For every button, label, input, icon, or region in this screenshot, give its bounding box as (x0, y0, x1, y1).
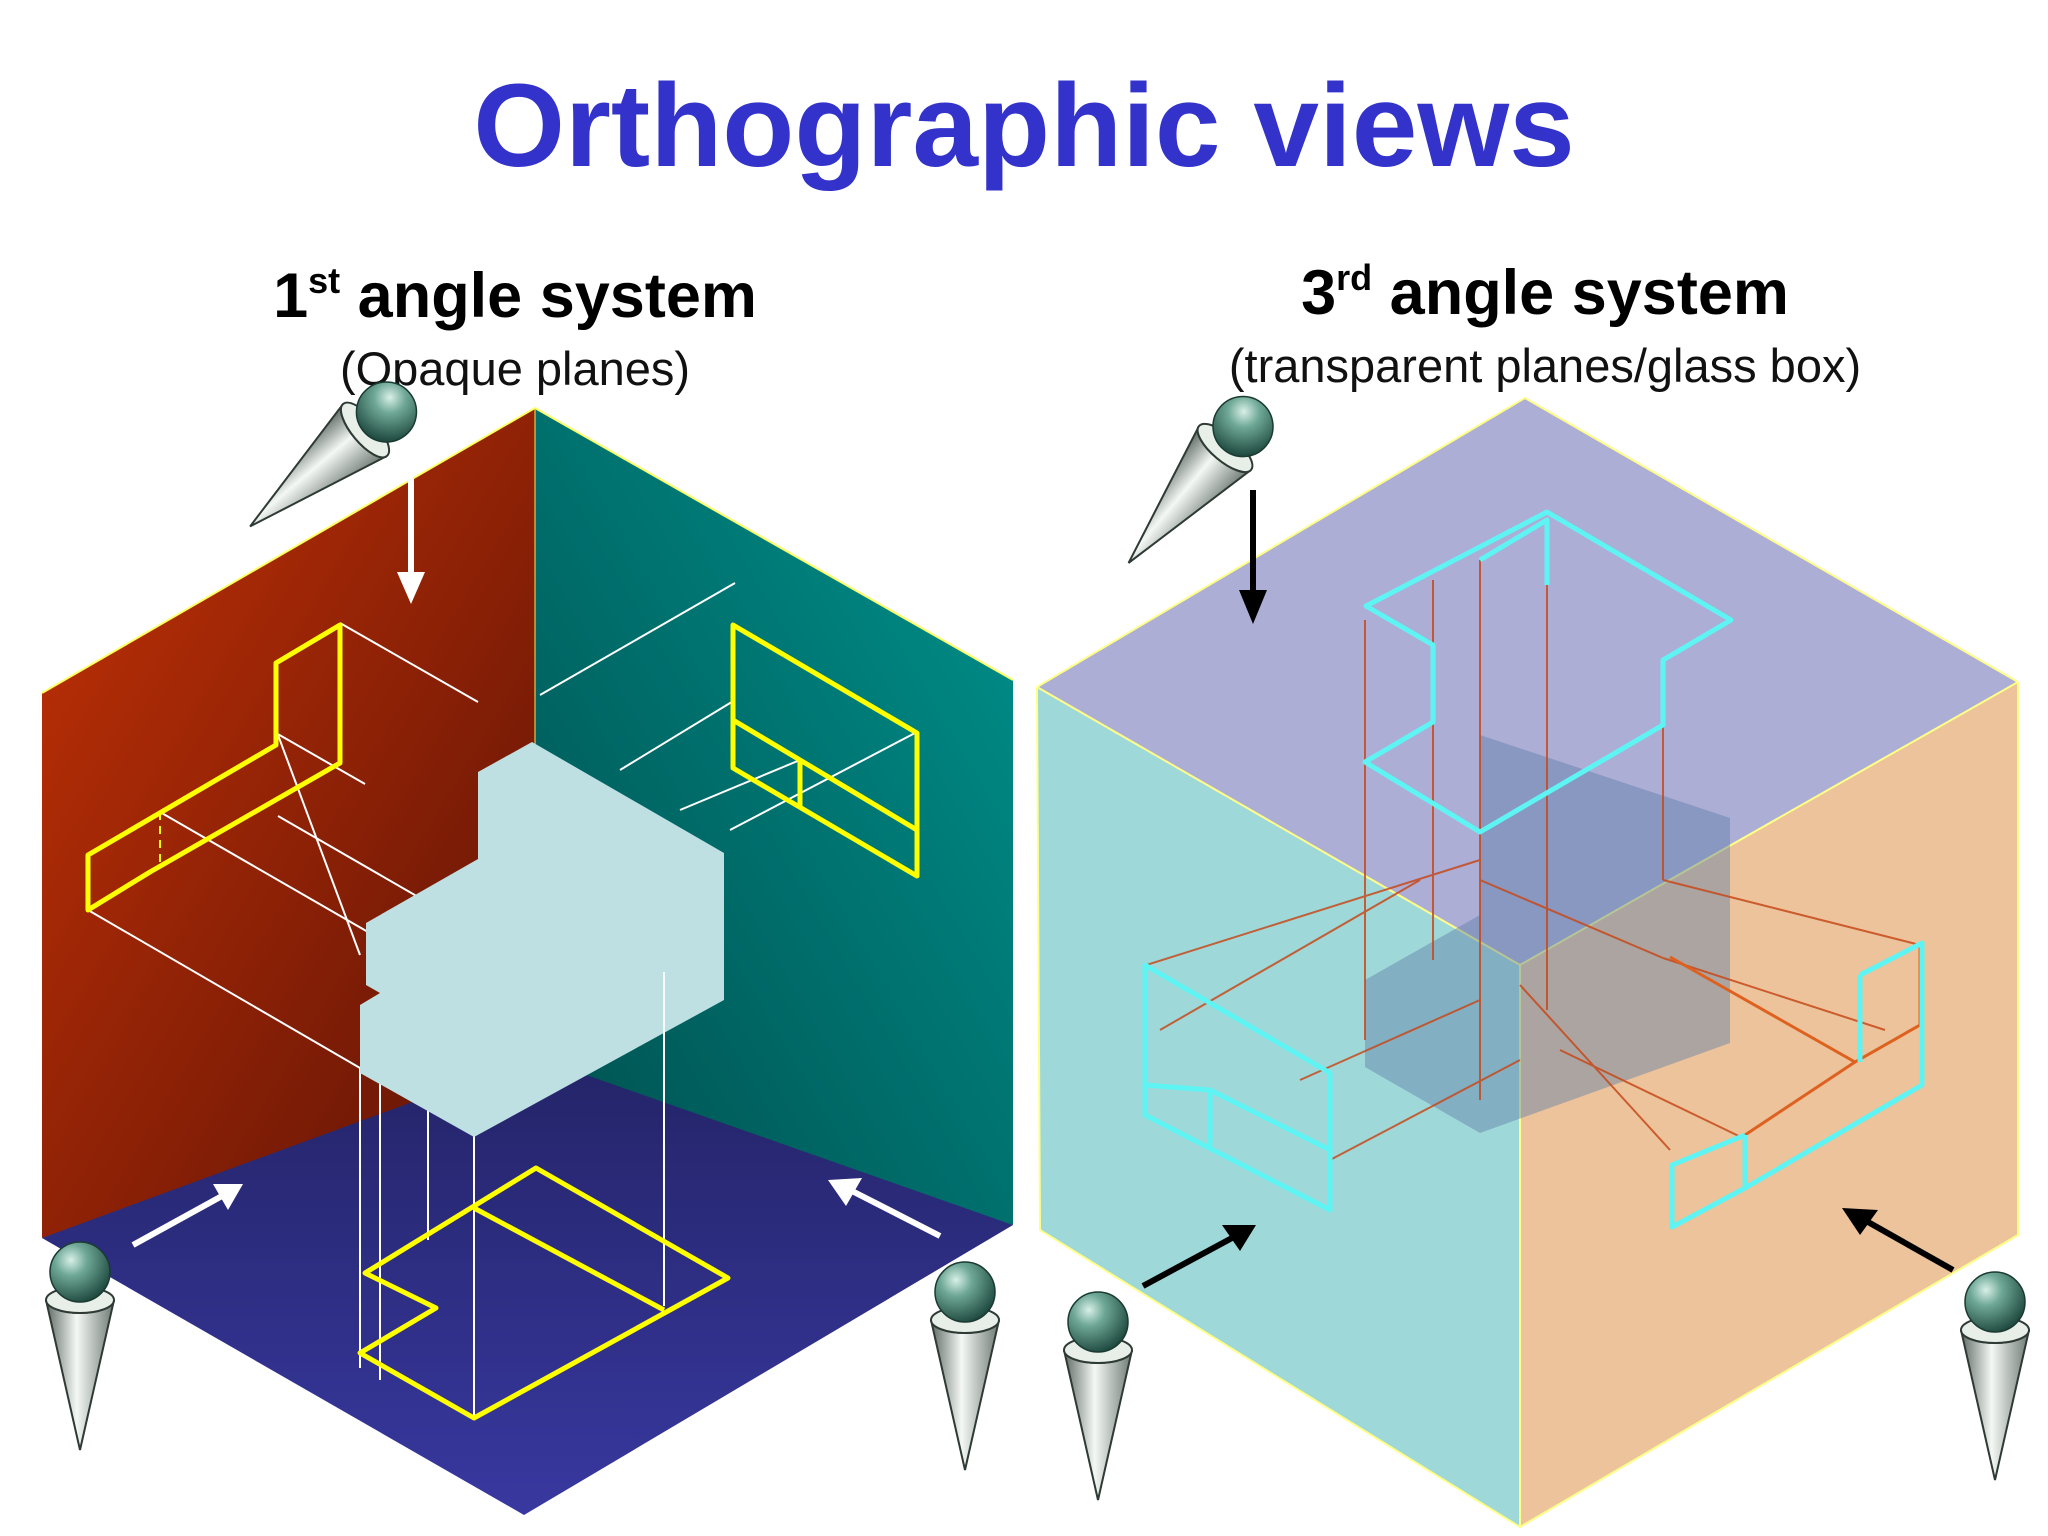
view-direction-arrow-icon (828, 1178, 942, 1239)
first-angle-number: 1 (273, 261, 309, 331)
third-angle-number: 3 (1301, 258, 1337, 328)
top-view-projection (1362, 509, 1734, 835)
first-angle-heading-text: angle system (340, 261, 757, 331)
first-angle-object (360, 742, 724, 1137)
eye-cone-observer-icon (45, 1241, 115, 1451)
side-glass-plane (1520, 682, 2018, 1527)
page-title: Orthographic views (473, 60, 1575, 192)
top-glass-plane (1037, 398, 2018, 965)
third-angle-subtitle: (transparent planes/glass box) (1228, 339, 1862, 392)
view-direction-arrow-icon (1239, 490, 1267, 624)
right-plane-projection (730, 622, 920, 879)
first-angle-suffix: st (308, 260, 341, 301)
floor-projection (357, 1165, 731, 1421)
horizontal-plane (42, 1057, 1013, 1515)
view-direction-arrow-icon (1842, 1208, 1955, 1273)
view-direction-arrow-icon (397, 478, 425, 604)
view-direction-arrow-icon (131, 1184, 243, 1248)
view-direction-arrow-icon (1141, 1225, 1256, 1289)
left-plane-projection (85, 622, 343, 913)
eye-cone-observer-icon (930, 1261, 1000, 1471)
third-angle-heading-text: angle system (1372, 258, 1789, 328)
front-view-projection (1142, 962, 1333, 1213)
third-angle-heading: 3rd angle system (1145, 260, 1945, 325)
third-angle-diagram (1036, 380, 2030, 1529)
first-angle-heading: 1st angle system (115, 263, 915, 328)
eye-cone-observer-icon (1063, 1291, 1133, 1501)
third-angle-suffix: rd (1336, 257, 1373, 298)
side-view-projection (1669, 940, 1925, 1230)
eye-cone-observer-icon (1960, 1271, 2030, 1481)
projection-rays (87, 582, 916, 1418)
first-angle-diagram (41, 365, 1014, 1515)
front-glass-plane (1037, 687, 1520, 1527)
